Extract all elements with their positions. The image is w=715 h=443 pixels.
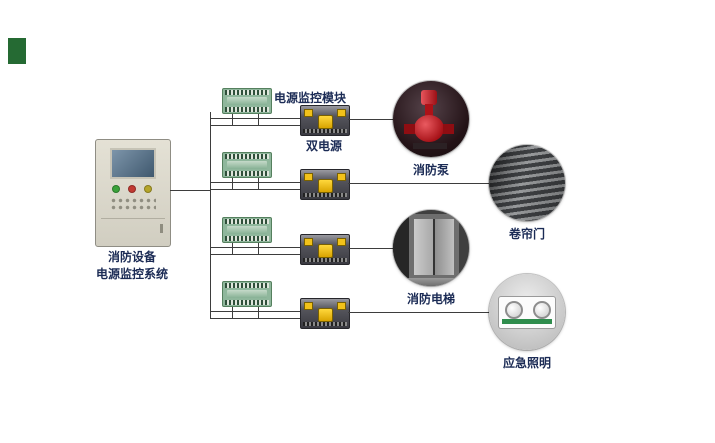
power-line-row1-a [210,118,302,119]
load-feed-line-row3 [348,248,393,249]
ats-indicator-right [337,238,346,246]
ats-terminals [303,258,347,262]
ats-terminals [303,322,347,326]
emergency-light-photo [489,274,565,350]
bus-line [210,112,211,318]
elevator-wall [393,210,409,286]
elevator-floor [393,278,469,286]
power-line-row3-a [210,247,302,248]
ats-handle [318,308,333,322]
dual-power-switch-icon-row1 [300,105,350,136]
power-line-row4-b [210,318,302,319]
module-terminals-top [225,90,269,95]
module-face [227,290,267,298]
cabinet-red-button [128,185,136,193]
power-line-row4-a [210,311,302,312]
ats-indicator-left [304,173,313,181]
load-label-fire-pump: 消防泵 [412,163,449,177]
module-terminals-bottom [225,236,269,241]
module-terminals-top [225,154,269,159]
pump-volute [414,115,444,142]
power-monitor-module-icon-row3 [222,217,272,243]
system-title: 消防设备 电源监控系统 [79,249,185,283]
ats-indicator-right [337,109,346,117]
module-label: 电源监控模块 [274,91,347,105]
module-terminals-top [225,219,269,224]
module-terminals-bottom [225,300,269,305]
cabinet-door-handle [160,224,163,233]
power-line-row3-b [210,254,302,255]
cabinet-door-seam [101,218,165,219]
pump-motor [421,90,437,105]
emergency-light-stripe [502,319,552,324]
power-line-row2-b [210,189,302,190]
roll-door-photo [489,145,565,221]
system-title-line1: 消防设备 [107,250,156,264]
module-tap-row4-a [232,305,233,318]
pump-pipe [425,104,433,117]
module-tap-row2-b [258,176,259,189]
ats-indicator-right [337,302,346,310]
dual-power-label: 双电源 [305,139,342,153]
module-terminals-bottom [225,107,269,112]
ats-indicator-left [304,109,313,117]
ats-indicator-right [337,173,346,181]
ats-handle [318,179,333,193]
power-monitor-module-icon-row1 [222,88,272,114]
load-label-emergency-light: 应急照明 [502,356,551,370]
cabinet-keypad [110,197,156,210]
cabinet-yellow-button [144,185,152,193]
power-line-row1-b [210,125,302,126]
module-tap-row4-b [258,305,259,318]
module-tap-row3-b [258,241,259,254]
module-tap-row1-b [258,112,259,125]
load-feed-line-row4 [348,312,489,313]
emergency-lamp-right [533,301,551,319]
module-tap-row1-a [232,112,233,125]
ats-handle [318,244,333,258]
emergency-lamp-left [505,301,523,319]
pump-base [413,143,447,149]
power-monitor-module-icon-row2 [222,152,272,178]
dual-power-switch-icon-row3 [300,234,350,265]
fire-pump-photo [393,81,469,157]
elevator-door-gap [433,219,435,275]
module-terminals-top [225,283,269,288]
dual-power-switch-icon-row2 [300,169,350,200]
green-logo-block [8,38,26,64]
cabinet-feed-line [170,190,210,191]
power-line-row2-a [210,182,302,183]
module-tap-row2-a [232,176,233,189]
module-terminals-bottom [225,171,269,176]
module-tap-row3-a [232,241,233,254]
cabinet-green-button [112,185,120,193]
load-label-fire-elevator: 消防电梯 [406,292,455,306]
module-face [227,226,267,234]
module-face [227,161,267,169]
fire-elevator-photo [393,210,469,286]
pump-flange-right [443,124,454,134]
ats-terminals [303,193,347,197]
control-cabinet-icon [95,139,171,247]
ats-handle [318,115,333,129]
load-feed-line-row2 [348,183,489,184]
load-label-roll-door: 卷帘门 [508,227,545,241]
ats-indicator-left [304,302,313,310]
system-title-line2: 电源监控系统 [95,267,168,281]
cabinet-screen [110,148,156,179]
ats-terminals [303,129,347,133]
module-face [227,97,267,105]
pump-flange-left [404,124,415,134]
ats-indicator-left [304,238,313,246]
power-monitor-module-icon-row4 [222,281,272,307]
dual-power-switch-icon-row4 [300,298,350,329]
load-feed-line-row1 [348,119,393,120]
